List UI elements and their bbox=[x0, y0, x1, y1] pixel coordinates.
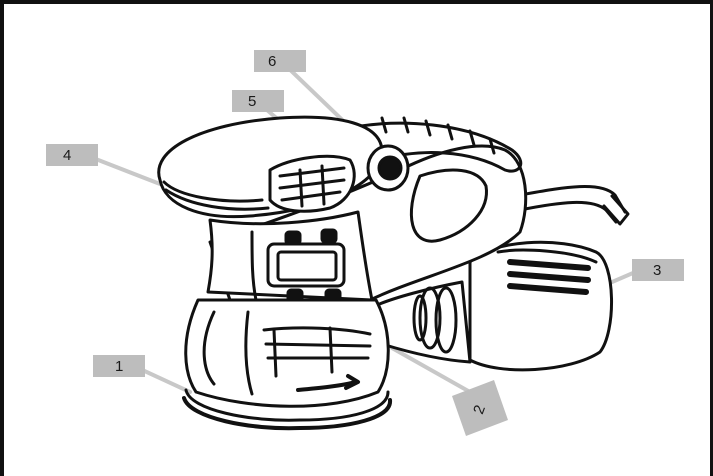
callout-label-4: 4 bbox=[63, 147, 71, 164]
callout-label-5: 5 bbox=[248, 93, 256, 110]
dust-canister bbox=[373, 240, 614, 372]
callout-2: 2 bbox=[452, 380, 508, 436]
callout-3: 3 bbox=[632, 259, 684, 281]
callout-6: 6 bbox=[254, 50, 306, 72]
power-switch bbox=[366, 144, 410, 192]
lower-body bbox=[184, 298, 390, 408]
sanding-pad bbox=[182, 388, 392, 431]
callout-4: 4 bbox=[46, 144, 98, 166]
leader-4 bbox=[86, 154, 162, 186]
callout-label-6: 6 bbox=[268, 53, 276, 70]
callout-5: 5 bbox=[232, 90, 284, 112]
callout-label-3: 3 bbox=[653, 262, 661, 279]
leader-2 bbox=[390, 346, 472, 394]
power-cord bbox=[518, 185, 630, 226]
callout-label-1: 1 bbox=[115, 358, 123, 375]
top-vent bbox=[268, 154, 356, 213]
leader-1 bbox=[136, 366, 192, 394]
callout-1: 1 bbox=[93, 355, 145, 377]
motor-body bbox=[206, 210, 374, 304]
